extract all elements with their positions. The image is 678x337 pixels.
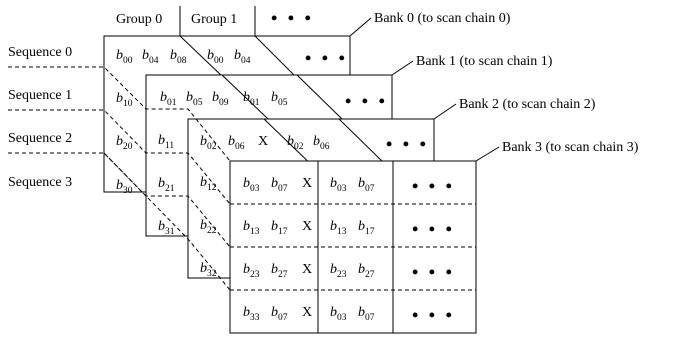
bank-1-cell-b05: b05 [186, 90, 203, 108]
bank-1-ellipsis: • • • [345, 91, 388, 111]
bank-3-cell-b23: b23 [243, 262, 260, 280]
bank-0-group1-diagonal [254, 35, 301, 82]
bank-3-cell-b03-group1: b03 [330, 176, 347, 194]
bank-3-cell-b23-group1: b23 [330, 262, 347, 280]
bank-3-cell-x: X [302, 262, 312, 277]
bank-1-cell-b21: b21 [158, 176, 175, 194]
bank-3-cell-b27-group1: b27 [358, 262, 375, 280]
bank-3-leader [475, 146, 500, 162]
bank-0-cell-b30: b30 [116, 178, 133, 196]
bank-3-cell-b07-group1: b07 [358, 176, 375, 194]
group-0-label: Group 0 [116, 12, 162, 27]
group-1-label: Group 1 [191, 12, 237, 27]
header-ellipsis: • • • [271, 8, 314, 28]
bank-1-cell-b09: b09 [212, 90, 229, 108]
sequence-3-label: Sequence 3 [8, 175, 72, 190]
bank-0-cell-b10: b10 [116, 91, 133, 109]
bank-3-label: Bank 3 (to scan chain 3) [502, 140, 639, 155]
bank-1-cell-b01-group1: b01 [243, 90, 260, 108]
bank-3-cell-b13-group1: b13 [330, 219, 347, 237]
bank-3-cell-b03-row3-group1: b03 [330, 305, 347, 323]
bank-3-ellipsis: • • • [412, 262, 455, 282]
sequence-0-label: Sequence 0 [8, 45, 72, 60]
bank-2-label: Bank 2 (to scan chain 2) [459, 97, 596, 112]
bank-1-cell-b11: b11 [158, 133, 174, 151]
sequence-1-label: Sequence 1 [8, 88, 72, 103]
bank-1-leader [391, 60, 414, 76]
bank-2-cell-b06: b06 [228, 134, 245, 152]
bank-1-cell-b01: b01 [160, 90, 177, 108]
bank-0-label: Bank 0 (to scan chain 0) [374, 11, 511, 26]
bank-3-cell-b07: b07 [271, 176, 288, 194]
bank-2-cell-b32: b32 [200, 261, 217, 279]
bank-0-cell-b04-group1: b04 [234, 48, 251, 66]
bank-2-cell-b12: b12 [200, 175, 217, 193]
bank-0-leader [349, 17, 372, 37]
bank-2-cell-b02-group1: b02 [287, 134, 304, 152]
bank-0-cell-b20: b20 [116, 134, 133, 152]
sequence-1-path [8, 109, 231, 205]
sequence-2-path [8, 152, 231, 248]
bank-0-ellipsis: • • • [305, 48, 348, 68]
bank-3-cell-x: X [302, 176, 312, 191]
bank-3-cell-b33: b33 [243, 305, 260, 323]
bank-2-cell-b06-group1: b06 [313, 134, 330, 152]
bank-3-cell-b07-row3: b07 [271, 305, 288, 323]
sequence-2-label: Sequence 2 [8, 131, 72, 146]
bank-1-cell-b05-group1: b05 [271, 90, 288, 108]
sequence-3-path [103, 152, 231, 291]
bank-3-ellipsis: • • • [412, 219, 455, 239]
bank-1-cell-b31: b31 [158, 219, 175, 237]
bank-3-cell-b17: b17 [271, 219, 288, 237]
bank-2-ellipsis: • • • [386, 134, 429, 154]
bank-1-label: Bank 1 (to scan chain 1) [416, 54, 553, 69]
bank-0-cell-b04: b04 [142, 48, 159, 66]
bank-0-cell-b00: b00 [116, 48, 133, 66]
bank-3: b03 b07 X b03 b07 • • • b13 b17 X b13 b1… [229, 140, 639, 334]
bank-1-group1-diagonal [296, 74, 343, 120]
bank-0-cell-b00-group1: b00 [207, 48, 224, 66]
bank-2-cell-b02: b02 [200, 134, 217, 152]
bank-3-ellipsis: • • • [412, 176, 455, 196]
bank-3-cell-b07-row3-group1: b07 [358, 305, 375, 323]
bank-3-cell-x: X [302, 219, 312, 234]
bank-3-cell-b27: b27 [271, 262, 288, 280]
bank-2-leader [433, 103, 457, 120]
bank-2-cell-b22: b22 [200, 218, 217, 236]
sequence-0-path [8, 66, 231, 162]
bank-3-ellipsis: • • • [412, 305, 455, 325]
bank-2-group1-diagonal [338, 118, 384, 163]
bank-3-cell-b13: b13 [243, 219, 260, 237]
bank-3-cell-x: X [302, 305, 312, 320]
bank-2-cell-x: X [258, 134, 268, 149]
bank-0-cell-b08: b08 [170, 48, 187, 66]
bank-3-cell-b03: b03 [243, 176, 260, 194]
bank-3-cell-b17-group1: b17 [358, 219, 375, 237]
